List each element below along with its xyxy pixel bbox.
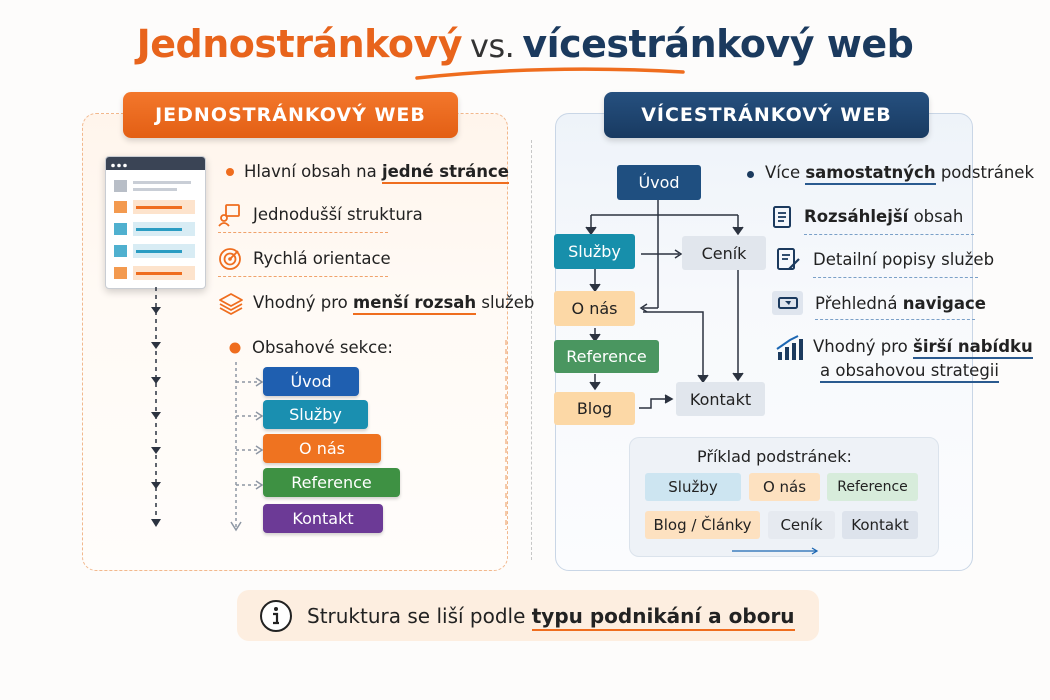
info-icon xyxy=(260,599,292,632)
feature-text: Více xyxy=(765,163,806,182)
title-swoosh xyxy=(415,67,685,80)
single-page-header: JEDNOSTRÁNKOVÝ WEB xyxy=(123,92,458,138)
section-uvod: Úvod xyxy=(263,367,359,396)
left-feature-main-content: Hlavní obsah na jedné stránce xyxy=(244,162,509,184)
example-chip-blog: Blog / Články xyxy=(645,511,760,539)
right-feature-detail: Detailní popisy služeb xyxy=(813,250,995,269)
growth-chart-icon xyxy=(776,335,803,360)
document-icon xyxy=(773,206,791,228)
sitemap-node-uvod: Úvod xyxy=(617,165,701,200)
divider-line xyxy=(218,276,388,277)
multi-page-header: VÍCESTRÁNKOVÝ WEB xyxy=(604,92,929,138)
divider-line xyxy=(804,234,974,235)
feature-text: podstránek xyxy=(935,163,1035,182)
feature-text: Přehledná xyxy=(815,294,903,313)
title-part1: Jednostránkový xyxy=(136,22,463,66)
left-feature-orientation: Rychlá orientace xyxy=(253,249,391,268)
example-chip-reference: Reference xyxy=(827,473,918,501)
bullet-icon xyxy=(226,168,234,176)
sitemap-node-sluzby: Služby xyxy=(554,234,635,269)
sitemap-node-reference: Reference xyxy=(554,340,659,373)
left-feature-structure: Jednodušší struktura xyxy=(253,205,423,224)
note-text: Struktura se liší podle typu podnikání a… xyxy=(307,603,795,631)
section-reference: Reference xyxy=(263,468,400,497)
section-kontakt: Kontakt xyxy=(263,504,383,533)
title-part2: vícestránkový web xyxy=(522,22,914,66)
divider-line xyxy=(813,277,978,278)
bullet-icon xyxy=(747,171,754,178)
structure-note: Struktura se liší podle typu podnikání a… xyxy=(237,590,819,641)
mockup-titlebar xyxy=(106,157,205,170)
divider-line xyxy=(218,232,388,233)
navigation-icon xyxy=(772,291,803,315)
note-plain: Struktura se liší podle xyxy=(307,603,532,628)
sitemap-node-kontakt: Kontakt xyxy=(676,382,765,416)
layers-icon xyxy=(219,293,243,315)
right-feature-offer-line2: a obsahovou strategii xyxy=(820,361,999,383)
right-feature-navigation: Přehledná navigace xyxy=(815,294,986,313)
note-highlight: typu podnikání a oboru xyxy=(531,603,795,631)
example-title: Příklad podstránek: xyxy=(697,447,852,466)
single-page-mockup xyxy=(105,156,206,289)
sitemap-node-onas: O nás xyxy=(554,291,635,326)
example-arrow xyxy=(732,547,819,555)
sitemap-connectors xyxy=(585,200,744,409)
example-chip-kontakt: Kontakt xyxy=(842,511,918,539)
left-feature-scope: Vhodný pro menší rozsah služeb xyxy=(253,293,535,315)
feature-text: Hlavní obsah na xyxy=(244,162,382,181)
title-vs: vs. xyxy=(470,27,515,65)
structure-icon xyxy=(218,204,240,227)
target-icon xyxy=(219,248,241,270)
sitemap-node-cenik: Ceník xyxy=(682,236,766,270)
feature-text: obsah xyxy=(908,207,964,226)
feature-text: Vhodný pro xyxy=(253,293,354,312)
feature-text: služeb xyxy=(476,293,535,312)
right-feature-offer: Vhodný pro širší nabídku xyxy=(813,337,1033,359)
divider-line xyxy=(815,319,975,320)
scroll-down-arrow xyxy=(151,287,161,527)
right-feature-subpages: Více samostatných podstránek xyxy=(765,163,1035,185)
feature-highlight: Rozsáhlejší xyxy=(804,207,909,226)
feature-text: Vhodný pro xyxy=(813,337,914,356)
checklist-icon xyxy=(777,248,800,270)
section-sluzby: Služby xyxy=(263,400,368,429)
right-feature-content: Rozsáhlejší obsah xyxy=(804,207,963,226)
sections-connector xyxy=(230,340,507,532)
sitemap-node-blog: Blog xyxy=(554,392,635,425)
example-chip-sluzby: Služby xyxy=(645,473,741,501)
sections-label: Obsahové sekce: xyxy=(252,338,393,357)
section-onas: O nás xyxy=(263,434,381,463)
example-chip-cenik: Ceník xyxy=(768,511,835,539)
feature-highlight: menší rozsah xyxy=(353,293,477,315)
feature-text: a obsahovou strategii xyxy=(820,361,999,383)
feature-highlight: jedné stránce xyxy=(381,162,509,184)
mockup-content xyxy=(114,180,195,280)
center-divider xyxy=(531,140,532,560)
example-chip-onas: O nás xyxy=(749,473,820,501)
feature-highlight: navigace xyxy=(902,294,986,313)
bullet-icon xyxy=(229,342,241,354)
feature-highlight: samostatných xyxy=(805,163,936,185)
feature-highlight: širší nabídku xyxy=(913,337,1033,359)
